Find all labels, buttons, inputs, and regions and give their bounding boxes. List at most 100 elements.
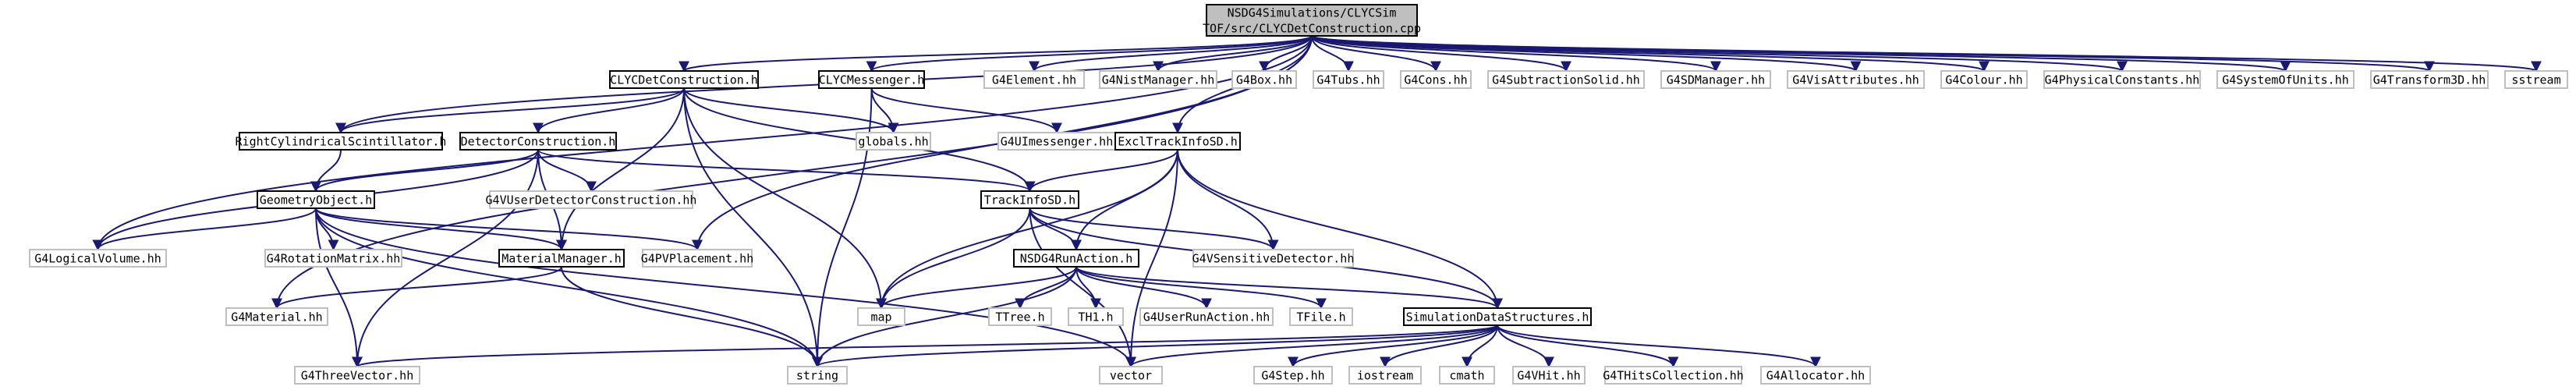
node-g4transform: G4Transform3D.hh xyxy=(2370,70,2489,89)
edge-root-to-g4element xyxy=(1029,35,1313,73)
node-label: GeometryObject.h xyxy=(260,193,373,207)
node-g4material: G4Material.hh xyxy=(225,307,328,326)
edge-geomobj-to-g4pvplace xyxy=(315,207,703,251)
node-simdata[interactable]: SimulationDataStructures.h xyxy=(1403,307,1592,326)
node-label: RightCylindricalScintillator.h xyxy=(236,135,447,149)
edge-simdata-to-g4step xyxy=(1288,324,1498,368)
node-excltrack[interactable]: ExclTrackInfoSD.h xyxy=(1114,132,1241,151)
node-g4step: G4Step.hh xyxy=(1253,366,1333,385)
node-label: G4VSensitiveDetector.hh xyxy=(1192,252,1355,266)
edge-root-to-sstream xyxy=(1311,35,2542,73)
edge-rightcyl-to-geomobj xyxy=(310,149,342,193)
node-g4threevec: G4ThreeVector.hh xyxy=(294,366,420,385)
node-g4uimsg: G4UImessenger.hh xyxy=(997,132,1116,151)
node-matman[interactable]: MaterialManager.h xyxy=(498,249,625,268)
node-g4pvplace: G4PVPlacement.hh xyxy=(641,249,754,268)
node-box xyxy=(1068,307,1124,326)
node-label: G4PVPlacement.hh xyxy=(641,252,754,266)
node-box xyxy=(2216,70,2355,89)
node-detcon[interactable]: DetectorConstruction.h xyxy=(459,132,617,151)
edge-root-to-g4cons xyxy=(1311,35,1441,73)
node-label: G4SDManager.hh xyxy=(1667,73,1765,87)
edge-excltrack-to-simdata xyxy=(1177,149,1503,310)
node-label: TOF/src/CLYCDetConstruction.cpp xyxy=(1203,22,1421,36)
node-label: G4VUserDetectorConstruction.hh xyxy=(486,193,697,207)
node-label: G4UserRunAction.hh xyxy=(1143,310,1270,324)
node-g4rotmat: G4RotationMatrix.hh xyxy=(264,249,402,268)
node-box xyxy=(2370,70,2489,89)
node-box xyxy=(1787,70,1925,89)
node-label: CLYCDetConstruction.h xyxy=(610,73,758,87)
node-box xyxy=(264,249,402,268)
node-box xyxy=(1512,366,1586,385)
node-nsdrun[interactable]: NSDG4RunAction.h xyxy=(1013,249,1139,268)
edge-matman-to-string xyxy=(561,266,823,368)
edge-geomobj-to-vector xyxy=(315,207,1136,368)
node-label: G4Allocator.hh xyxy=(1766,369,1865,383)
node-g4visattr: G4VisAttributes.hh xyxy=(1787,70,1925,89)
node-label: TrackInfoSD.h xyxy=(984,193,1075,207)
node-g4tubs: G4Tubs.hh xyxy=(1313,70,1384,89)
node-box xyxy=(1139,307,1274,326)
node-label: G4Box.hh xyxy=(1236,73,1292,87)
node-label: G4ThreeVector.hh xyxy=(301,369,414,383)
node-g4vhit: G4VHit.hh xyxy=(1512,366,1586,385)
node-label: G4Cons.hh xyxy=(1404,73,1467,87)
node-box xyxy=(2504,70,2568,89)
node-map: map xyxy=(857,307,905,326)
node-box xyxy=(1313,70,1384,89)
node-geomobj[interactable]: GeometryObject.h xyxy=(257,190,375,209)
node-box xyxy=(29,249,167,268)
node-box xyxy=(1760,366,1871,385)
edge-clycdet-to-string xyxy=(683,87,823,368)
node-root[interactable]: NSDG4Simulations/CLYCSimTOF/src/CLYCDetC… xyxy=(1203,4,1421,37)
node-box xyxy=(1253,366,1333,385)
node-label: G4RotationMatrix.hh xyxy=(267,252,401,266)
node-label: G4UImessenger.hh xyxy=(1001,135,1114,149)
node-label: G4Material.hh xyxy=(231,310,322,324)
node-box xyxy=(857,307,905,326)
edge-simdata-to-g4thits xyxy=(1497,324,1679,368)
edge-nsdrun-to-th1 xyxy=(1075,266,1101,310)
node-box xyxy=(787,366,848,385)
node-label: sstream xyxy=(2511,73,2560,87)
node-box xyxy=(1400,70,1472,89)
node-clycdet[interactable]: CLYCDetConstruction.h xyxy=(609,70,759,89)
node-trackinfo[interactable]: TrackInfoSD.h xyxy=(980,190,1079,209)
edge-clycdet-to-matman xyxy=(556,87,685,251)
edge-geomobj-to-g4logvol xyxy=(92,207,317,251)
edge-simdata-to-g4threevec xyxy=(352,324,1498,368)
node-box xyxy=(459,132,617,151)
node-label: G4Tubs.hh xyxy=(1316,73,1380,87)
edge-geomobj-to-g4threevec xyxy=(315,207,363,368)
node-label: G4Element.hh xyxy=(992,73,1076,87)
edge-root-to-g4nist xyxy=(1153,35,1313,73)
node-label: TH1.h xyxy=(1078,310,1113,324)
node-rightcyl[interactable]: RightCylindricalScintillator.h xyxy=(236,132,447,151)
node-ttree: TTree.h xyxy=(988,307,1052,326)
node-box xyxy=(1487,70,1645,89)
edge-excltrack-to-map xyxy=(876,149,1178,310)
edge-root-to-g4sysunits xyxy=(1311,35,2291,73)
node-box xyxy=(1604,366,1742,385)
edge-simdata-to-cmath xyxy=(1462,324,1498,368)
node-clycmsg[interactable]: CLYCMessenger.h xyxy=(818,70,925,89)
node-string: string xyxy=(787,366,848,385)
edge-nsdrun-to-tfile xyxy=(1075,266,1327,310)
node-label: G4VisAttributes.hh xyxy=(1792,73,1919,87)
nodes-layer: NSDG4Simulations/CLYCSimTOF/src/CLYCDetC… xyxy=(29,4,2568,385)
node-label: G4PhysicalConstants.hh xyxy=(2045,73,2200,87)
node-box xyxy=(498,249,625,268)
node-label: cmath xyxy=(1449,369,1484,383)
node-label: G4Transform3D.hh xyxy=(2373,73,2486,87)
edge-root-to-g4sdman xyxy=(1311,35,1721,73)
node-g4userrun: G4UserRunAction.hh xyxy=(1139,307,1274,326)
edge-excltrack-to-g4vsens xyxy=(1177,149,1279,251)
node-g4vsens: G4VSensitiveDetector.hh xyxy=(1192,249,1355,268)
node-sstream: sstream xyxy=(2504,70,2568,89)
edge-nsdrun-to-string xyxy=(812,266,1077,368)
edge-simdata-to-string xyxy=(812,324,1498,368)
node-label: globals.hh xyxy=(858,135,928,149)
node-box xyxy=(980,190,1079,209)
